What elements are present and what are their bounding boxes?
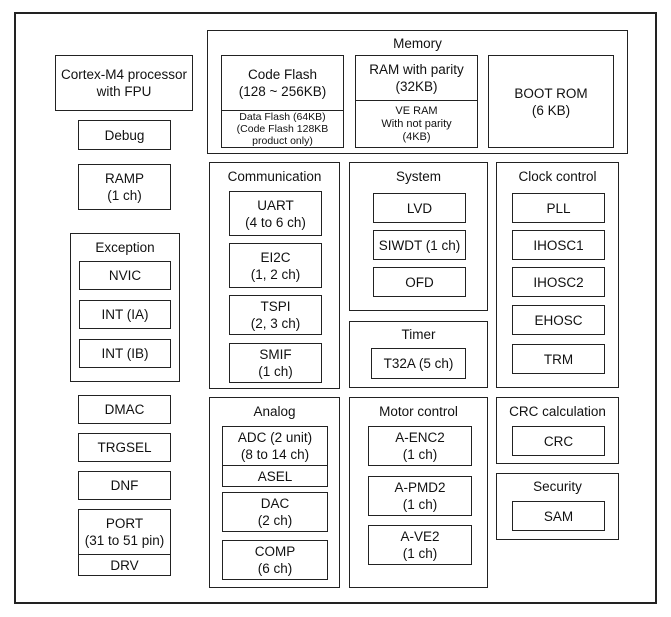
adc-block: ADC (2 unit) (8 to 14 ch)	[222, 426, 328, 466]
nvic-block: NVIC	[79, 261, 171, 290]
port-drv-block: PORT (31 to 51 pin) DRV	[78, 509, 171, 576]
memory-title: Memory	[393, 36, 442, 51]
ve-ram-block: VE RAM With not parity (4KB)	[355, 100, 478, 148]
system-title: System	[395, 169, 441, 184]
memory-group: Memory Code Flash (128 ~ 256KB) Data Fla…	[207, 30, 628, 154]
debug-block: Debug	[78, 120, 171, 150]
clock-control-group: Clock control PLL IHOSC1 IHOSC2 EHOSC TR…	[496, 162, 619, 388]
ihosc2-block: IHOSC2	[512, 267, 605, 297]
dnf-block: DNF	[78, 471, 171, 500]
system-group: System LVD SIWDT (1 ch) OFD	[349, 162, 488, 311]
tspi-block: TSPI (2, 3 ch)	[229, 295, 322, 335]
exception-group: Exception NVIC INT (IA) INT (IB)	[70, 233, 180, 382]
exception-title: Exception	[95, 240, 155, 255]
int-ia-block: INT (IA)	[79, 300, 171, 329]
communication-group: Communication UART (4 to 6 ch) EI2C (1, …	[209, 162, 340, 389]
communication-title: Communication	[227, 169, 322, 184]
int-ib-block: INT (IB)	[79, 339, 171, 368]
smif-block: SMIF (1 ch)	[229, 343, 322, 383]
trm-block: TRM	[512, 344, 605, 374]
code-flash-block: Code Flash (128 ~ 256KB)	[221, 55, 344, 111]
motor-control-group: Motor control A-ENC2 (1 ch) A-PMD2 (1 ch…	[349, 397, 488, 588]
comp-block: COMP (6 ch)	[222, 540, 328, 580]
t32a-block: T32A (5 ch)	[371, 348, 466, 379]
uart-block: UART (4 to 6 ch)	[229, 191, 322, 236]
crc-group: CRC calculation CRC	[496, 397, 619, 464]
cortex-m4-block: Cortex-M4 processor with FPU	[55, 55, 193, 111]
trgsel-block: TRGSEL	[78, 433, 171, 462]
timer-title: Timer	[401, 327, 436, 342]
ihosc1-block: IHOSC1	[512, 230, 605, 260]
sam-block: SAM	[512, 501, 605, 531]
pll-block: PLL	[512, 193, 605, 223]
clock-control-title: Clock control	[518, 169, 597, 184]
ramp-block: RAMP (1 ch)	[78, 164, 171, 210]
security-group: Security SAM	[496, 473, 619, 540]
lvd-block: LVD	[373, 193, 466, 223]
data-flash-block: Data Flash (64KB) (Code Flash 128KB prod…	[221, 110, 344, 148]
crc-title: CRC calculation	[509, 404, 606, 419]
drv-block: DRV	[79, 554, 170, 575]
a-pmd2-block: A-PMD2 (1 ch)	[368, 476, 472, 516]
siwdt-block: SIWDT (1 ch)	[373, 230, 466, 260]
port-block: PORT (31 to 51 pin)	[84, 516, 165, 548]
asel-block: ASEL	[222, 465, 328, 487]
dac-block: DAC (2 ch)	[222, 492, 328, 532]
ofd-block: OFD	[373, 267, 466, 297]
analog-group: Analog ADC (2 unit) (8 to 14 ch) ASEL DA…	[209, 397, 340, 588]
dmac-block: DMAC	[78, 395, 171, 424]
motor-control-title: Motor control	[379, 404, 458, 419]
ram-parity-block: RAM with parity (32KB)	[355, 55, 478, 101]
timer-group: Timer T32A (5 ch)	[349, 321, 488, 388]
analog-title: Analog	[253, 404, 296, 419]
ei2c-block: EI2C (1, 2 ch)	[229, 243, 322, 288]
block-diagram-frame	[14, 12, 657, 604]
crc-block: CRC	[512, 426, 605, 456]
security-title: Security	[533, 479, 582, 494]
boot-rom-block: BOOT ROM (6 KB)	[488, 55, 614, 148]
ehosc-block: EHOSC	[512, 305, 605, 335]
a-ve2-block: A-VE2 (1 ch)	[368, 525, 472, 565]
a-enc2-block: A-ENC2 (1 ch)	[368, 426, 472, 466]
